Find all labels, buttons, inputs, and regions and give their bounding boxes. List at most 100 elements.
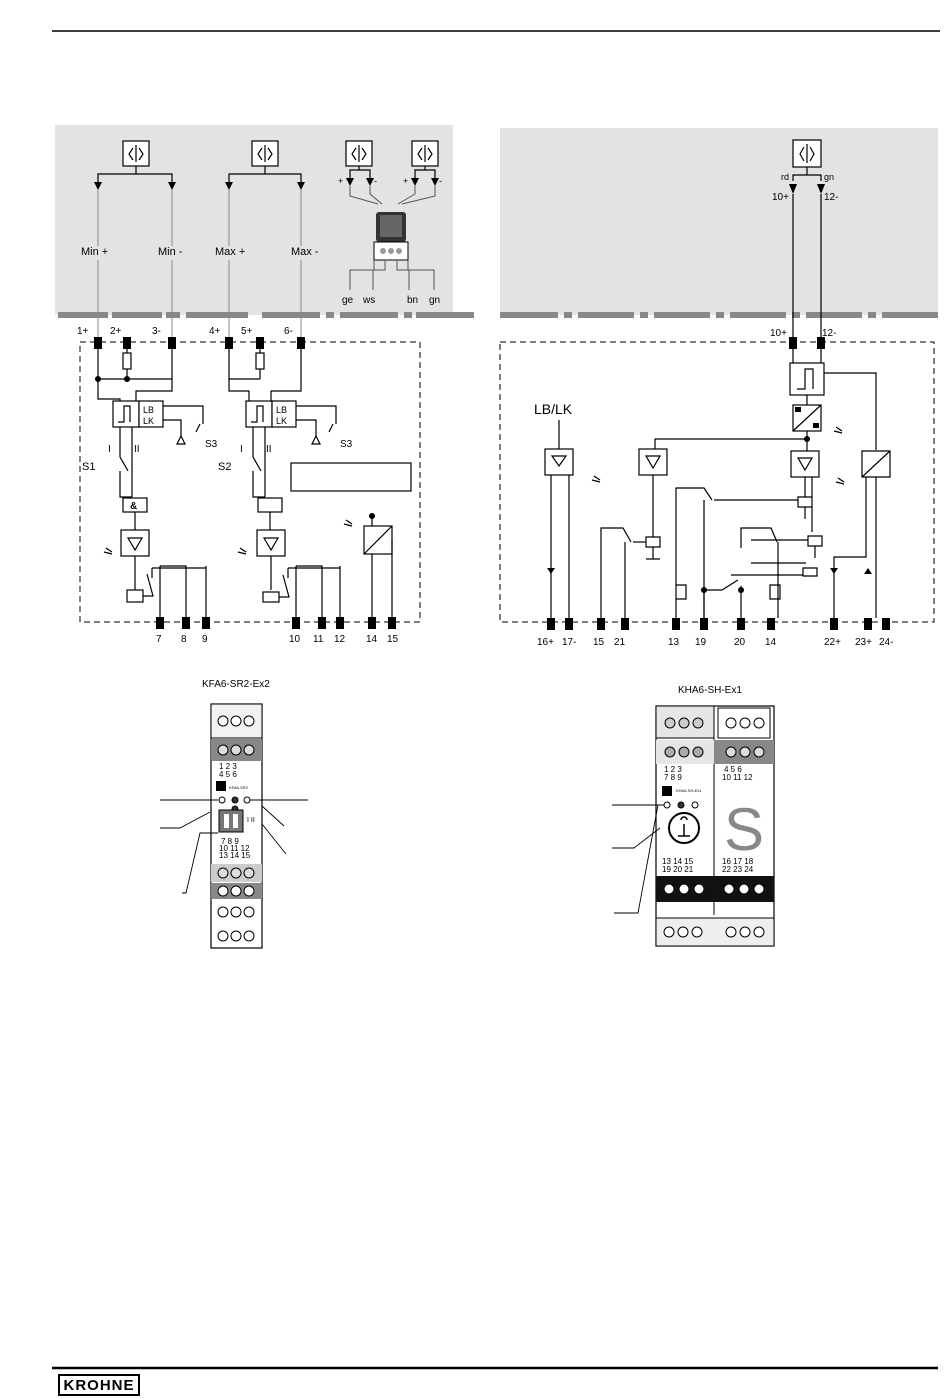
polarity-label: - bbox=[374, 176, 377, 186]
top-terminal-blocks bbox=[94, 337, 305, 349]
terminal-label: 11 bbox=[313, 634, 324, 645]
chip-label: KHA6-SH-Ex1 bbox=[676, 788, 702, 793]
sensor-icon bbox=[122, 140, 150, 167]
terminal-label: 22+ bbox=[824, 637, 841, 648]
device-title: KFA6-SR2-Ex2 bbox=[202, 679, 270, 690]
dip-switch bbox=[218, 809, 244, 833]
threshold-box bbox=[245, 400, 273, 428]
terminal-label: 14 bbox=[765, 637, 777, 648]
lblk-converter-box bbox=[544, 448, 574, 476]
terminal-label: 10+ bbox=[772, 192, 789, 203]
terminal-row-label: 13 14 15 bbox=[662, 857, 694, 866]
signal-label: Max - bbox=[291, 246, 319, 258]
signal-label: Min - bbox=[158, 246, 183, 258]
terminal-label: 10 bbox=[289, 634, 301, 645]
krohne-logo: KROHNE bbox=[58, 1374, 140, 1396]
switch-label: S3 bbox=[205, 439, 218, 450]
terminal-row-label: 1 2 3 bbox=[219, 762, 237, 771]
amplifier-box bbox=[120, 529, 150, 557]
terminal-label: 14 bbox=[366, 634, 378, 645]
amplifier-box bbox=[256, 529, 286, 557]
right-circuit-diagram: rd gn 10+ 12- 10+ 12- LB/LK bbox=[499, 128, 938, 648]
lblk-box bbox=[138, 400, 164, 428]
contact-label: II bbox=[266, 444, 272, 455]
threshold-box bbox=[789, 362, 825, 396]
relay-coil bbox=[126, 589, 144, 603]
right-device-illustration: KHA6-SH-Ex1 1 2 3 7 8 9 4 5 6 10 11 12 K… bbox=[612, 685, 775, 947]
device-title: KHA6-SH-Ex1 bbox=[678, 685, 742, 696]
polarity-label: + bbox=[338, 176, 343, 186]
relay-coil bbox=[262, 591, 280, 603]
switch-label: S3 bbox=[340, 439, 353, 450]
terminal-row-label: 10 11 12 bbox=[722, 773, 753, 782]
polarity-label: + bbox=[403, 176, 408, 186]
terminal-label: 23+ bbox=[855, 637, 872, 648]
terminal-label: 4+ bbox=[209, 326, 221, 337]
switch-label: S2 bbox=[218, 461, 231, 473]
blank-module bbox=[290, 462, 412, 492]
terminal-label: 12- bbox=[824, 192, 838, 203]
big-s-marking: S bbox=[724, 796, 764, 863]
wire-label: gn bbox=[429, 295, 440, 306]
contact-label: I bbox=[240, 444, 243, 455]
right-separator-bar bbox=[500, 312, 938, 318]
left-device-illustration: KFA6-SR2-Ex2 1 2 3 4 5 6 KFA6-SR2 I II 7… bbox=[160, 679, 308, 949]
amplifier-box bbox=[638, 448, 668, 476]
wire-label: ge bbox=[342, 295, 354, 306]
bottom-terminal-blocks bbox=[156, 617, 396, 629]
and-gate-label: & bbox=[130, 501, 137, 512]
terminal-label: 17- bbox=[562, 637, 576, 648]
terminal-label: 7 bbox=[156, 634, 162, 645]
terminal-row-label: 1 2 3 bbox=[664, 765, 682, 774]
left-separator-bar bbox=[58, 312, 474, 318]
amplifier-box bbox=[790, 450, 820, 478]
wire-label: bn bbox=[407, 295, 418, 306]
wire-color-label: rd bbox=[781, 172, 789, 182]
terminal-label: 10+ bbox=[770, 328, 787, 339]
contact-label: I bbox=[108, 444, 111, 455]
switch-position-label: I II bbox=[247, 817, 255, 824]
signal-label: Min + bbox=[81, 246, 108, 258]
terminal-row-label: 4 5 6 bbox=[219, 770, 237, 779]
terminal-label: 20 bbox=[734, 637, 746, 648]
terminal-label: 3- bbox=[152, 326, 161, 337]
terminal-row-label: 7 8 9 bbox=[664, 773, 682, 782]
terminal-row-label: 13 14 15 bbox=[219, 851, 251, 860]
sensor-icon bbox=[345, 140, 373, 167]
polarity-label: - bbox=[439, 176, 442, 186]
terminal-label: 1+ bbox=[77, 326, 89, 337]
signal-label: Max + bbox=[215, 246, 245, 258]
terminal-label: 19 bbox=[695, 637, 707, 648]
terminal-row-label: 19 20 21 bbox=[662, 865, 694, 874]
right-hazard-area bbox=[500, 128, 938, 315]
left-device-boundary bbox=[79, 341, 421, 623]
terminal-row-label: 10 11 12 bbox=[219, 844, 250, 853]
terminal-label: 15 bbox=[387, 634, 399, 645]
sensor-icon bbox=[411, 140, 439, 167]
status-led bbox=[663, 801, 699, 809]
threshold-box bbox=[112, 400, 140, 428]
bottom-terminal-blocks bbox=[547, 618, 890, 630]
lblk-label: LK bbox=[143, 416, 154, 426]
wire-color-label: gn bbox=[824, 172, 834, 182]
terminal-label: 24- bbox=[879, 637, 893, 648]
terminal-label: 6- bbox=[284, 326, 293, 337]
terminal-label: 13 bbox=[668, 637, 680, 648]
switch-label: S1 bbox=[82, 461, 95, 473]
lblk-label: LB bbox=[143, 405, 154, 415]
terminal-label: 8 bbox=[181, 634, 187, 645]
terminal-label: 12 bbox=[334, 634, 346, 645]
right-device-boundary bbox=[499, 341, 935, 623]
status-led bbox=[218, 796, 251, 813]
terminal-label: 5+ bbox=[241, 326, 253, 337]
lblk-label: LK bbox=[276, 416, 287, 426]
terminal-row-label: 4 5 6 bbox=[724, 765, 742, 774]
lblk-box bbox=[271, 400, 297, 428]
terminal-row-label: 7 8 9 bbox=[221, 837, 239, 846]
terminal-label: 16+ bbox=[537, 637, 554, 648]
chip-label: KFA6-SR2 bbox=[229, 785, 249, 790]
terminal-label: 12- bbox=[822, 328, 836, 339]
cable-connector-icon bbox=[373, 212, 409, 261]
sensor-icon bbox=[251, 140, 279, 167]
